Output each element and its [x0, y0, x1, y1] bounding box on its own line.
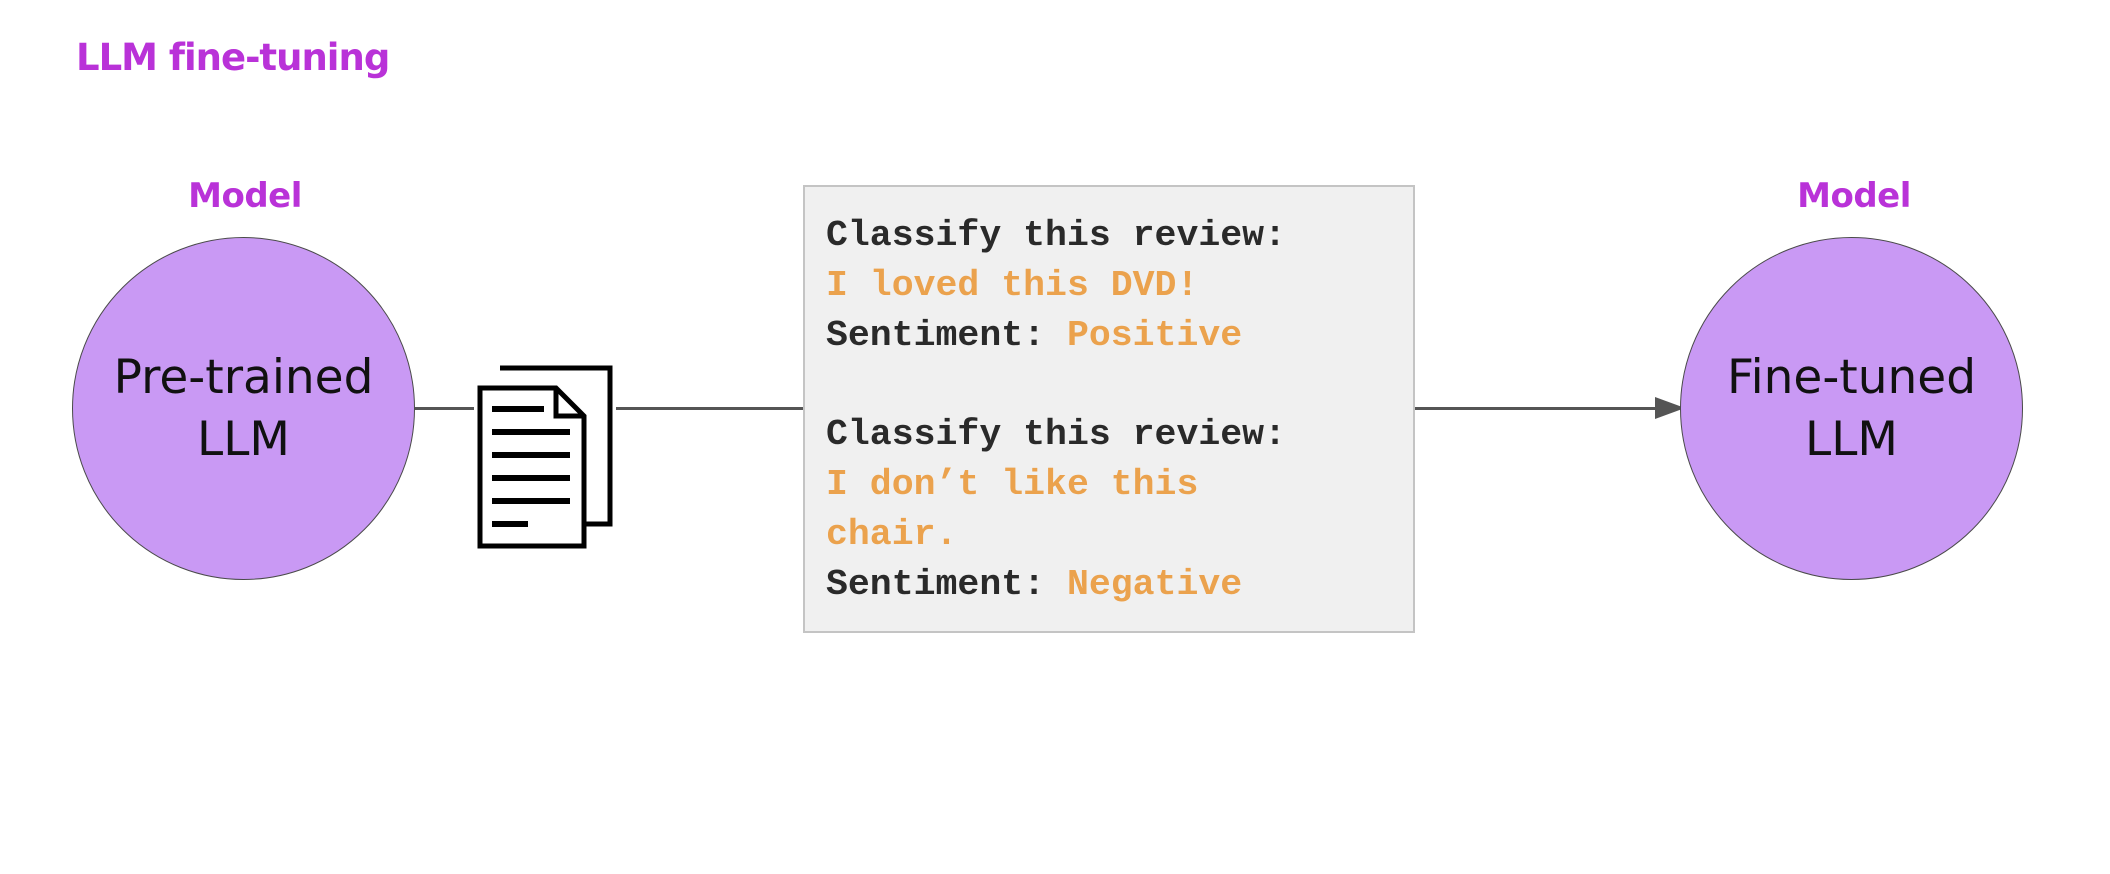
- finetuned-llm-label-line1: Fine-tuned: [1726, 349, 1977, 405]
- example-sentiment-line: Sentiment: Positive: [826, 311, 1393, 361]
- left-model-heading: Model: [188, 176, 302, 216]
- pretrained-llm-label-line2: LLM: [197, 411, 290, 467]
- training-examples-box: Classify this review: I loved this DVD! …: [803, 185, 1415, 633]
- example-instruction: Classify this review:: [826, 215, 1286, 256]
- training-example: Classify this review: I don’t like this …: [826, 410, 1393, 610]
- slide-title: LLM fine-tuning: [76, 36, 390, 79]
- example-review-text: I loved this DVD!: [826, 265, 1199, 306]
- sentiment-label: Sentiment:: [826, 564, 1067, 605]
- sentiment-value: Negative: [1066, 564, 1243, 605]
- example-spacer: [826, 361, 1393, 410]
- training-example: Classify this review: I loved this DVD! …: [826, 211, 1393, 361]
- sentiment-label: Sentiment:: [826, 315, 1067, 356]
- example-instruction: Classify this review:: [826, 414, 1286, 455]
- example-review-text: chair.: [826, 514, 958, 555]
- pretrained-llm-node: Pre-trained LLM: [72, 237, 415, 580]
- finetuned-llm-label-line2: LLM: [1805, 411, 1898, 467]
- documents-icon: [474, 364, 616, 550]
- connector-line-left: [415, 407, 475, 410]
- example-review-text: I don’t like this: [826, 464, 1199, 505]
- pretrained-llm-label-line1: Pre-trained: [113, 349, 374, 405]
- example-sentiment-line: Sentiment: Negative: [826, 560, 1393, 610]
- right-model-heading: Model: [1797, 176, 1911, 216]
- arrow-right-icon: [1655, 397, 1685, 419]
- connector-line-right: [1415, 407, 1665, 410]
- sentiment-value: Positive: [1066, 315, 1243, 356]
- connector-line-middle: [615, 407, 803, 410]
- finetuned-llm-node: Fine-tuned LLM: [1680, 237, 2023, 580]
